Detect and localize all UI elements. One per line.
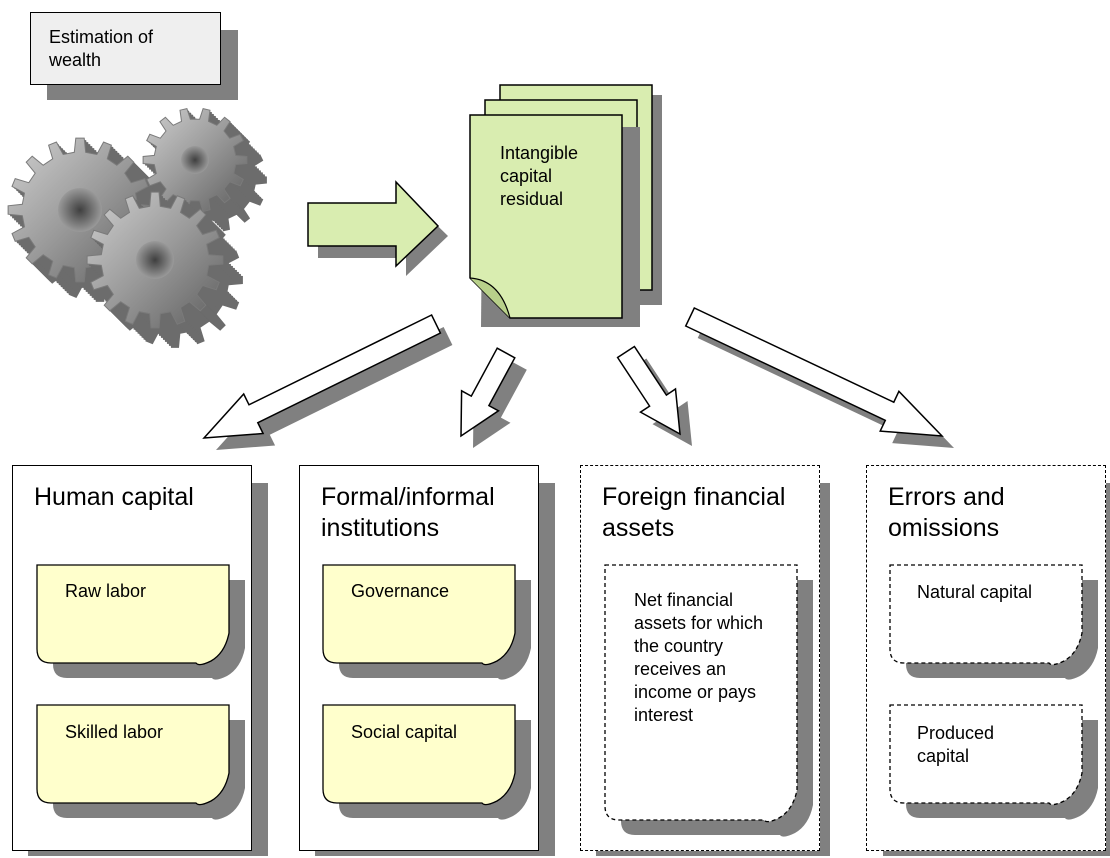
arrow-shape xyxy=(684,307,944,437)
arrow-shape xyxy=(616,345,681,436)
arrow-down-icon xyxy=(202,307,954,450)
estimation-of-wealth-text: Estimation of wealth xyxy=(49,27,154,70)
note-net-financial-assets: Net financial assets for which the count… xyxy=(634,590,764,725)
column-title: Human capital xyxy=(34,483,194,511)
note-shape xyxy=(322,704,516,806)
gear-shape xyxy=(136,241,174,279)
note-shape xyxy=(322,564,516,666)
column-title: Formal/informal institutions xyxy=(321,483,495,542)
note-natural-capital: Natural capital xyxy=(917,582,1033,602)
gears-icon xyxy=(7,108,267,348)
estimation-of-wealth-box: Estimation of wealth xyxy=(30,12,221,85)
note-shape xyxy=(604,564,798,823)
arrow-right-icon xyxy=(307,180,448,276)
intangible-capital-residual-label: Intangible capital residual xyxy=(500,143,579,209)
arrow-shape xyxy=(216,327,453,450)
document-stack-icon xyxy=(469,84,662,327)
column-title: Foreign financial assets xyxy=(602,483,786,542)
note-shape xyxy=(36,564,230,666)
arrow-shape xyxy=(460,347,516,438)
note-shape xyxy=(889,704,1083,806)
gear-shape xyxy=(181,146,209,174)
gear-shape xyxy=(58,188,102,232)
column-title: Errors and omissions xyxy=(888,483,1005,542)
note-produced-capital: Produced capital xyxy=(917,723,995,766)
arrow-shape xyxy=(202,313,442,439)
note-social-capital: Social capital xyxy=(351,722,458,742)
note-shape xyxy=(889,564,1083,666)
estimation-of-wealth-label: Estimation of wealth xyxy=(49,26,209,72)
note-governance: Governance xyxy=(351,581,450,601)
note-raw-labor: Raw labor xyxy=(65,581,147,601)
note-skilled-labor: Skilled labor xyxy=(65,722,164,742)
arrow-shape xyxy=(473,360,527,448)
note-shape xyxy=(36,704,230,806)
